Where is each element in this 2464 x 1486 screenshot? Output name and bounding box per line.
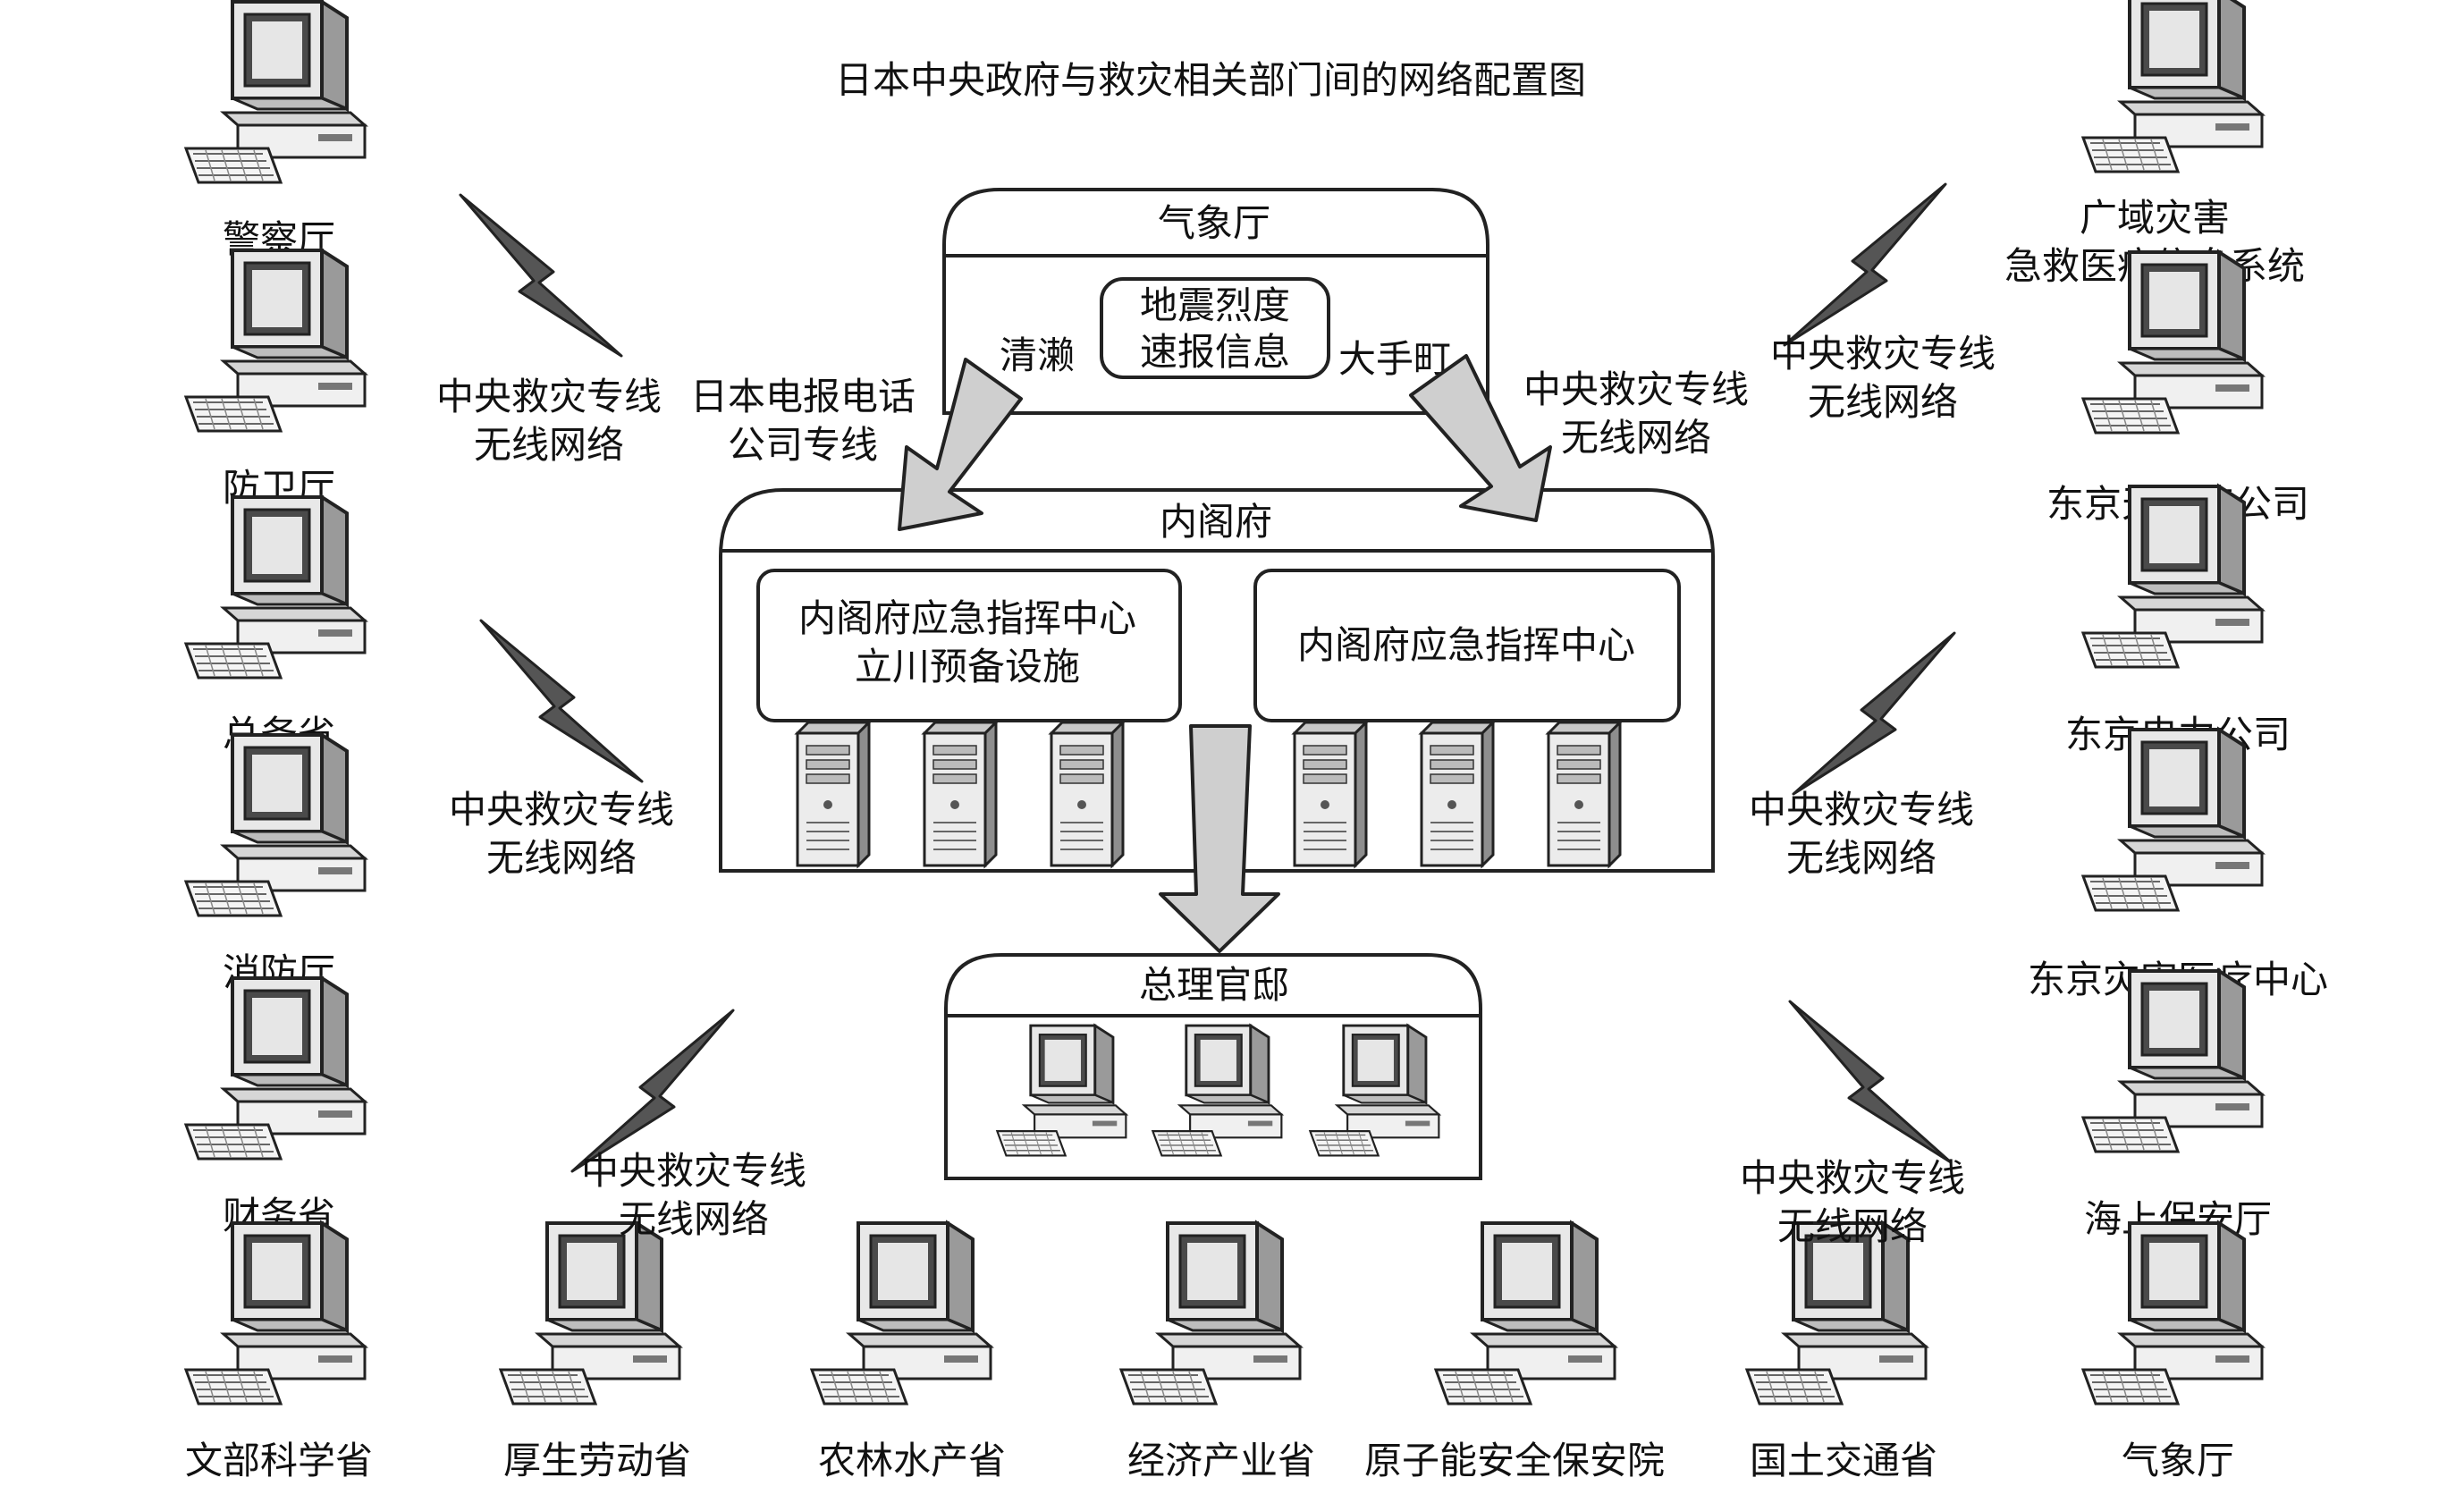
wireless-label: 无线网络 [1786, 836, 1937, 880]
node-label: 气象厅 [2122, 1439, 2234, 1482]
node-label: 经济产业省 [1127, 1439, 1315, 1482]
wireless-label: 无线网络 [1777, 1204, 1928, 1248]
ntt-line-label: 公司专线 [728, 423, 878, 467]
server-tower-icon [1420, 721, 1495, 867]
pm-residence-title: 总理官邸 [1139, 963, 1289, 1007]
lightning-bolt-icon [1788, 1000, 1953, 1164]
node-label: 厚生劳动省 [503, 1439, 691, 1482]
desktop-computer-icon [499, 1221, 681, 1406]
arrow-kiyose-to-cabinet [898, 358, 1023, 531]
desktop-computer-icon [184, 249, 367, 433]
server-tower-icon [796, 721, 871, 867]
site-label-otemachi: 大手町 [1338, 337, 1451, 381]
data-flow-arrows [898, 354, 1552, 953]
server-tower-icon [923, 721, 998, 867]
seismic-info-box [1100, 277, 1330, 379]
lightning-bolt-icon [1792, 631, 1956, 796]
desktop-computer-icon [184, 1221, 367, 1406]
arrow-cabinet-to-residence [1159, 724, 1280, 953]
wireless-label: 中央救灾专线 [581, 1149, 806, 1193]
desktop-computer-icon [184, 733, 367, 917]
lightning-bolt-icon [1783, 182, 1947, 347]
wireless-label: 中央救灾专线 [449, 788, 674, 832]
wireless-label: 无线网络 [619, 1197, 769, 1241]
desktop-computer-icon [1434, 1221, 1616, 1406]
bottom-row: 厚生劳动省 农林水产省 经济产业省 原子能安全保安院 国土交通省 [499, 1221, 1937, 1482]
wireless-label: 中央救灾专线 [1770, 332, 1996, 376]
lightning-bolt-icon [570, 1009, 735, 1173]
desktop-computer-icon [184, 976, 367, 1161]
desktop-computer-icon [184, 0, 367, 184]
node-label: 广域灾害 [2080, 196, 2230, 240]
seismic-info-line: 速报信息 [1140, 330, 1290, 374]
wireless-label: 无线网络 [1808, 380, 1958, 424]
node-label: 文部科学省 [185, 1439, 373, 1482]
ntt-line-label: 日本电报电话 [690, 375, 916, 418]
node-label: 国土交通省 [1750, 1439, 1937, 1482]
desktop-computer-icon [184, 495, 367, 680]
backup-center-line: 内阁府应急指挥中心 [798, 596, 1136, 640]
desktop-computer-icon [2081, 0, 2264, 173]
arrow-otemachi-to-cabinet [1409, 354, 1552, 522]
node-label: 农林水产省 [818, 1439, 1006, 1482]
diagram-title: 日本中央政府与救灾相关部门间的网络配置图 [835, 58, 1586, 102]
desktop-computer-icon [2081, 1221, 2264, 1406]
lightning-bolt-icon [479, 619, 644, 783]
right-column: 广域灾害 急救医疗信息系统 东京天然气公司 东京电力公司 东京灾害医疗中心 海上… [2004, 0, 2328, 1482]
server-tower-icon [1050, 721, 1125, 867]
wireless-label: 中央救灾专线 [1740, 1156, 1965, 1200]
cabinet-title: 内阁府 [1160, 500, 1272, 544]
backup-center-line: 立川预备设施 [855, 645, 1080, 688]
desktop-computer-icon [810, 1221, 992, 1406]
server-tower-icon [1293, 721, 1368, 867]
left-column: 警察厅 防卫厅 总务省 消防厅 财务省 文部科学省 [184, 0, 373, 1482]
meteorological-agency-box: 气象厅 地震烈度 速报信息 清濑 大手町 [942, 188, 1489, 415]
wireless-links-right: 中央救灾专线 无线网络 中央救灾专线 无线网络 中央救灾专线 无线网络 中央救灾… [1523, 182, 1996, 1248]
wireless-label: 中央救灾专线 [1749, 788, 1974, 832]
cabinet-office-box: 内阁府 内阁府应急指挥中心 立川预备设施 内阁府应急指挥中心 [719, 488, 1715, 873]
wireless-label: 无线网络 [474, 423, 624, 467]
desktop-computer-icon [1119, 1221, 1302, 1406]
wireless-label: 无线网络 [1561, 416, 1711, 460]
site-label-kiyose: 清濑 [1000, 334, 1075, 377]
server-tower-icon [1547, 721, 1622, 867]
wireless-label: 中央救灾专线 [1523, 367, 1749, 411]
pm-residence-box: 总理官邸 [944, 953, 1482, 1180]
desktop-computer-icon [1745, 1221, 1928, 1406]
wireless-label: 中央救灾专线 [436, 375, 662, 418]
lightning-bolt-icon [459, 193, 623, 358]
node-label: 原子能安全保安院 [1364, 1439, 1665, 1482]
desktop-computer-icon [2081, 728, 2264, 912]
main-center-label: 内阁府应急指挥中心 [1297, 623, 1635, 667]
seismic-info-line: 地震烈度 [1140, 283, 1290, 327]
wireless-links-left: 中央救灾专线 无线网络 中央救灾专线 无线网络 中央救灾专线 无线网络 [436, 193, 806, 1241]
meteorological-title: 气象厅 [1158, 201, 1270, 245]
wireless-label: 无线网络 [486, 836, 637, 880]
main-center-box [1253, 569, 1681, 722]
backup-center-box [756, 569, 1182, 722]
